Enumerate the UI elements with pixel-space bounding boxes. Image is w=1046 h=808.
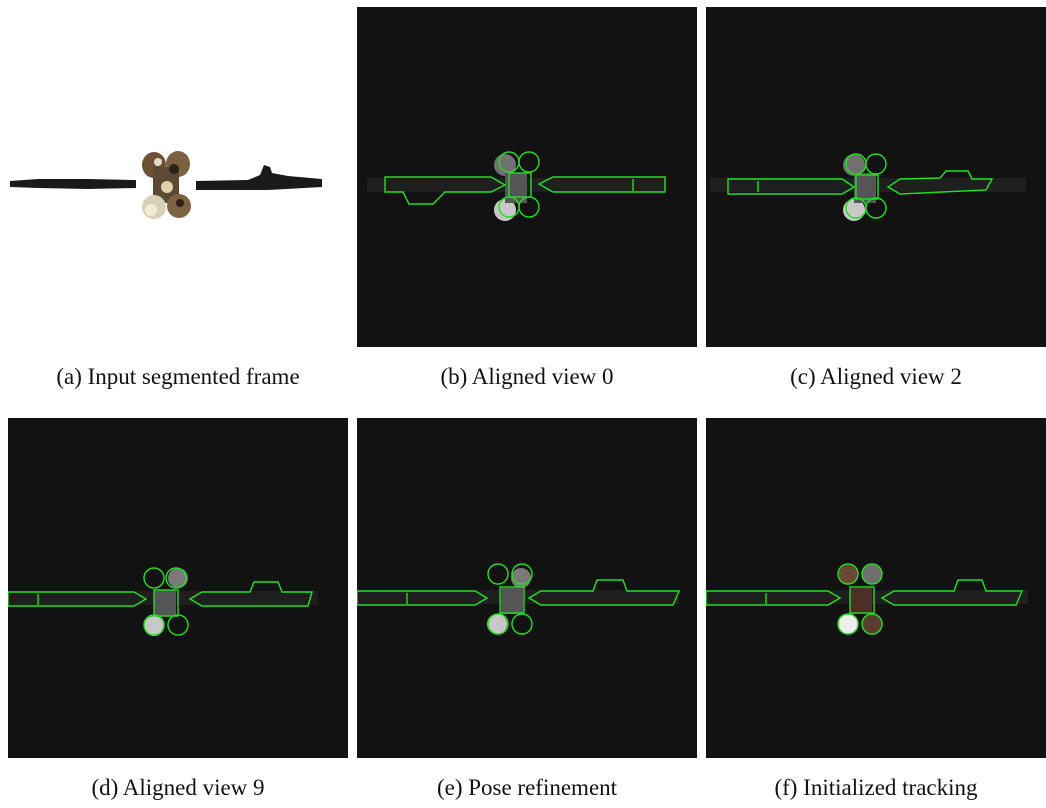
caption-f: (f) Initialized tracking (774, 775, 978, 800)
caption-e: (e) Pose refinement (436, 775, 618, 800)
panel-f-initialized-tracking (706, 418, 1046, 758)
panel-b-aligned-view-0 (357, 7, 697, 347)
panel-e-pose-refinement (357, 418, 697, 758)
caption-d: (d) Aligned view 9 (91, 775, 265, 800)
panel-d-aligned-view-9 (8, 418, 348, 758)
caption-b: (b) Aligned view 0 (440, 364, 614, 389)
panel-a-input-segmented-frame (8, 7, 348, 347)
caption-a: (a) Input segmented frame (56, 364, 300, 389)
caption-c: (c) Aligned view 2 (790, 364, 962, 389)
panel-c-aligned-view-2 (706, 7, 1046, 347)
